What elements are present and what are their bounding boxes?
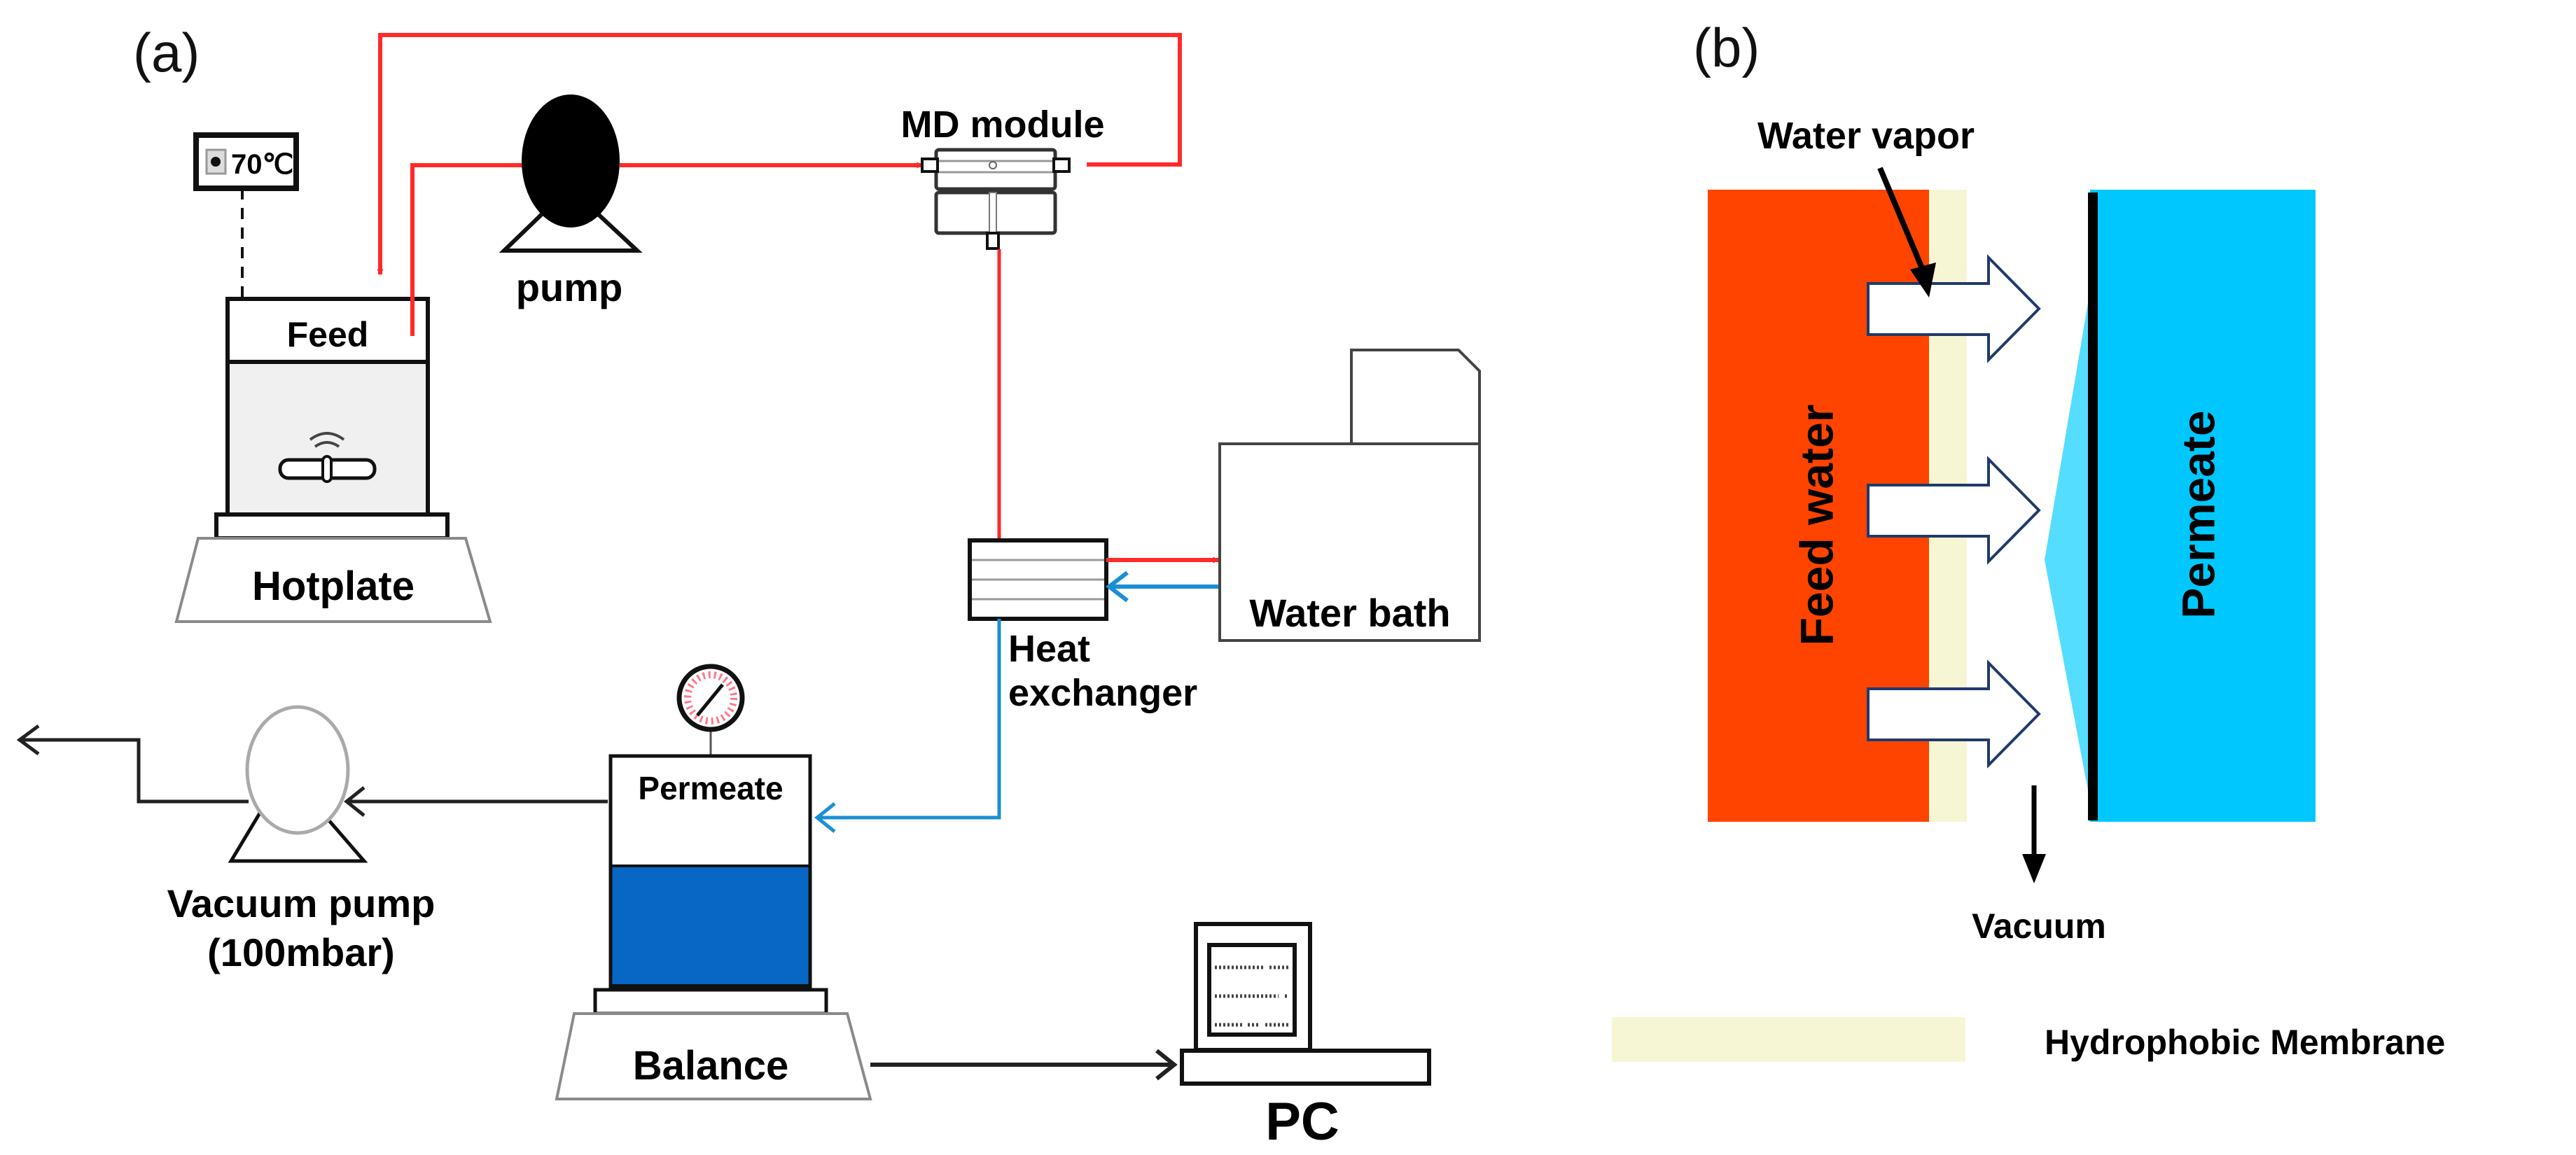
vapor-arrow-icon [1867,456,2041,565]
pump-label: pump [516,265,622,309]
hotplate-label: Hotplate [252,564,415,609]
balance: Balance [555,988,872,1100]
vacuum-label: Vacuum [1972,906,2106,946]
heat-exchanger: Heat exchanger [968,538,1197,714]
pc: PC [1180,922,1431,1152]
vacuum-line [343,786,608,817]
permeate-boundary-layer [2045,290,2090,802]
balance-label: Balance [633,1043,788,1088]
permeate-label: Permeate [2172,410,2224,618]
feed-return-line [377,33,1182,276]
panel-b-label: (b) [1693,17,1760,78]
exhaust-line [16,724,249,804]
coolant-return-line [1106,570,1220,603]
permeate-tank: Permeate [608,754,812,990]
vacuum-pump: Vacuum pump (100mbar) [167,705,436,974]
feed-water-label: Feed water [1790,405,1842,646]
permeate-tank-label: Permeate [638,770,783,806]
md-module-label: MD module [901,104,1105,146]
hotplate: Hotplate [174,512,492,623]
pump-icon [522,94,620,227]
water-bath-label: Water bath [1249,591,1450,635]
vacuum-arrow-icon [2022,785,2046,883]
feed-supply-line-1 [410,163,524,336]
water-vapor-label: Water vapor [1757,115,1975,157]
stir-bar-icon [278,432,377,483]
pressure-gauge-icon [676,664,745,756]
vapor-arrow-icon [1867,659,2041,769]
panel-a: (a) 70℃ Feed [16,22,1481,1152]
vacuum-pump-label-line1: Vacuum pump [167,881,436,925]
vapor-flux-arrows [1867,254,2041,769]
vacuum-pump-icon [245,705,350,835]
panel-b: (b) Feed water Permeate Water vapor [1612,17,2445,1062]
feed-tank-label: Feed [287,315,369,354]
heat-exchanger-label-line2: exchanger [1008,672,1197,714]
vapor-arrow-icon [1867,254,2041,363]
water-bath: Water bath [1218,349,1481,642]
legend-swatch-membrane [1612,1017,1965,1062]
water-vapor-pointer-icon [1877,167,1936,298]
feed-pump: pump [499,94,643,309]
legend-label-membrane: Hydrophobic Membrane [2045,1023,2445,1062]
panel-a-label: (a) [133,22,200,83]
permeate-region [2090,190,2316,822]
permeate-liquid [611,866,810,986]
pc-label: PC [1265,1092,1339,1152]
vacuum-pump-label-line2: (100mbar) [207,930,395,974]
legend: Hydrophobic Membrane [1612,1017,2445,1062]
condensate-line [814,619,1001,833]
md-module: MD module [901,104,1105,250]
data-line [870,1049,1178,1081]
temperature-readout: 70℃ [231,149,293,180]
heat-exchanger-label-line1: Heat [1008,628,1090,670]
